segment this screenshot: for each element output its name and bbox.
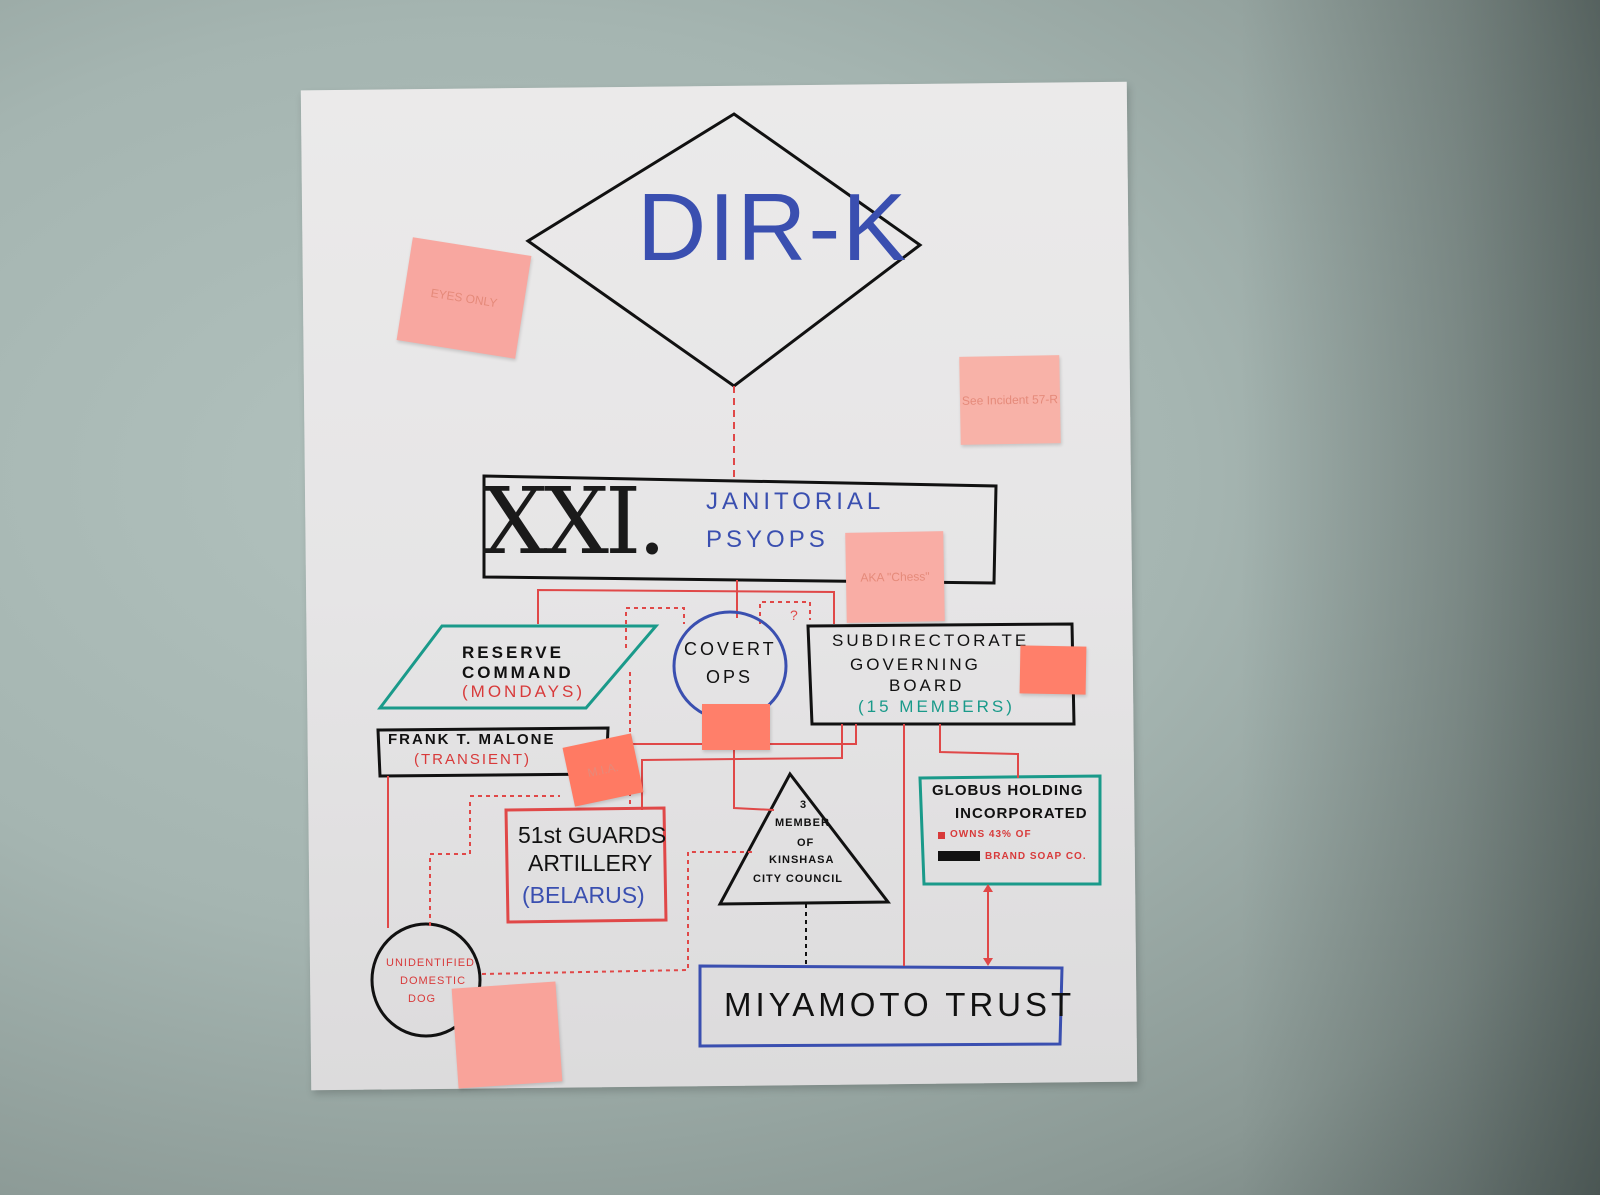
psyops-label: PSYOPS [706,526,829,553]
bullet-mark [938,832,945,839]
dir-k-label: DIR-K [637,174,909,281]
governing-label: GOVERNING [850,655,981,674]
link-dog-dotted-a [429,798,471,926]
guards-artillery-box [504,806,668,924]
link-covert-left [625,607,685,648]
guards-label: 51st GUARDS [518,822,667,848]
link-xxi-bus [537,588,835,624]
dog-unidentified-label: UNIDENTIFIED [386,957,475,969]
link-subdir-globus [939,724,1019,778]
link-subdir-frank [606,724,857,745]
board-label: BOARD [889,676,965,695]
transient-label: (TRANSIENT) [414,751,531,768]
sticky-note-eyes-only: EYES ONLY [396,237,532,359]
kinshasa-label: KINSHASA [769,854,835,866]
unknown-link-mark: ? [790,607,801,623]
wall-shadow [1240,0,1600,1195]
incorporated-label: INCORPORATED [955,805,1088,822]
ops-label: OPS [706,667,754,687]
sticky-note-dog [451,981,563,1089]
frank-malone-label: FRANK T. MALONE [388,731,556,748]
dog-label: DOG [408,993,437,1005]
reserve-command-shape [376,624,660,710]
dog-domestic-label: DOMESTIC [400,975,467,987]
sticky-note-covert [702,704,770,750]
xxi-label: XXI. [482,468,667,575]
sticky-note-aka: AKA "Chess" [845,531,945,623]
city-council-label: CITY COUNCIL [753,873,844,885]
sticky-note-incident: See Incident 57-R [959,355,1061,445]
kinshasa-triangle [717,771,892,906]
artillery-label: ARTILLERY [528,850,653,876]
kinshasa-member-label: MEMBER [775,817,830,829]
owns-label: OWNS 43% OF [950,829,1032,840]
link-covert-right [759,601,811,624]
globus-label: GLOBUS HOLDING [932,782,1084,799]
xxi-box [482,474,998,585]
globus-box [918,774,1102,886]
kinshasa-of-label: OF [797,837,815,849]
kinshasa-count-label: 3 [800,799,808,811]
miyamoto-box [698,964,1064,1048]
soap-co-label: BRAND SOAP CO. [985,851,1087,862]
belarus-label: (BELARUS) [522,882,645,908]
arrow-down-head [983,958,993,966]
mondays-label: (MONDAYS) [462,682,586,701]
sticky-note-board [1019,645,1087,695]
janitorial-label: JANITORIAL [706,488,885,515]
domestic-dog-circle [370,922,482,1038]
arrow-up-head [983,884,993,892]
subdirectorate-label: SUBDIRECTORATE [832,631,1030,650]
miyamoto-trust-label: MIYAMOTO TRUST [724,986,1076,1023]
redaction-bar [938,851,980,861]
covert-label: COVERT [684,639,777,659]
command-label: COMMAND [462,663,574,682]
reserve-label: RESERVE [462,643,564,662]
subdirectorate-box [806,622,1076,726]
members-label: (15 MEMBERS) [858,697,1015,716]
link-dog-guards-dotted [481,851,752,975]
